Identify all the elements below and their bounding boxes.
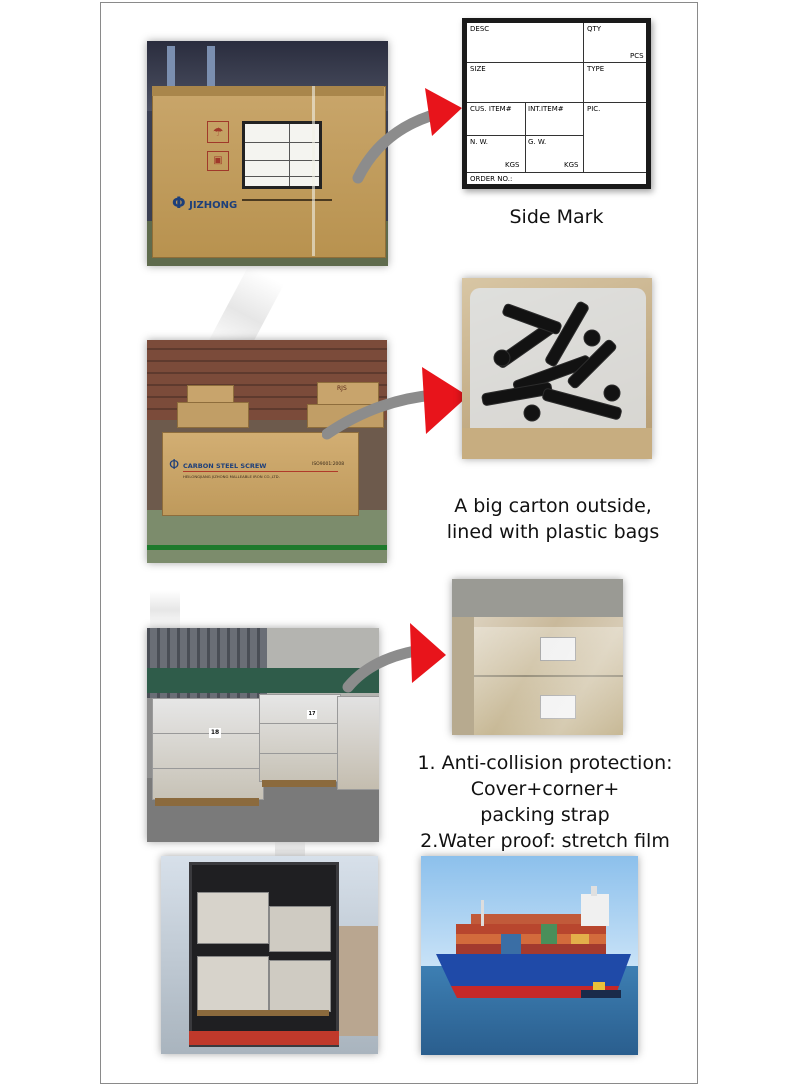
- pallet-stack: [259, 694, 341, 782]
- label-kgs-2: KGS: [564, 161, 579, 169]
- caption-side-mark: Side Mark: [462, 204, 651, 230]
- carbon-steel-screw-carton-photo: RJS Φ CARBON STEEL SCREW ISO9001:2008 HE…: [147, 340, 387, 563]
- caption-protection-line2: Cover+corner+: [470, 778, 620, 800]
- pallet-number-17: 17: [307, 710, 317, 719]
- carton-side-mark-photo: ☂ ▣ Φ JIZHONG: [147, 41, 388, 266]
- plastic-bag-lined-carton-photo: [462, 278, 652, 459]
- caption-carton-line2: lined with plastic bags: [446, 521, 660, 543]
- shipping-container: [189, 862, 339, 1047]
- caption-side-mark-text: Side Mark: [509, 206, 604, 228]
- big-carton: [162, 432, 359, 516]
- stacking-icon: ▣: [207, 151, 229, 171]
- carton-cert: ISO9001:2008: [312, 462, 345, 467]
- label-gw: G. W.: [528, 138, 547, 146]
- background-guide-stroke: [275, 840, 305, 860]
- label-int-item: INT.ITEM#: [528, 105, 564, 113]
- label-qty: QTY: [587, 25, 602, 33]
- cargo-ship: [436, 886, 631, 998]
- arrow-to-side-mark: [352, 88, 462, 184]
- label-type: TYPE: [587, 65, 605, 73]
- arrow-to-wrapped-pallet: [342, 623, 446, 693]
- container-ship-photo: [421, 856, 638, 1055]
- label-pic: PIC.: [587, 105, 601, 113]
- pallets-outdoor-photo: 18 17: [147, 628, 379, 842]
- label-pcs: PCS: [630, 52, 644, 60]
- caption-carton: A big carton outside, lined with plastic…: [428, 493, 678, 545]
- brand-logo: Φ JIZHONG: [172, 193, 238, 212]
- brand-text: JIZHONG: [189, 200, 238, 211]
- label-desc: DESC: [470, 25, 490, 33]
- arrow-to-plastic-bag: [322, 367, 468, 440]
- background-guide-stroke: [150, 590, 180, 630]
- pallet-number-18: 18: [209, 728, 221, 738]
- label-kgs-1: KGS: [505, 161, 520, 169]
- pallet-stack: [152, 698, 264, 800]
- label-order-no: ORDER NO.:: [470, 175, 513, 183]
- carton-maker: HEILONGJIANG JIZHONG MALLEABLE IRON CO.,…: [183, 474, 280, 479]
- container-loading-photo: [161, 856, 378, 1054]
- label-nw: N. W.: [470, 138, 489, 146]
- stack-box-label: RJS: [337, 385, 347, 392]
- caption-protection: 1. Anti-collision protection: Cover+corn…: [410, 750, 680, 854]
- side-mark-on-carton: [242, 121, 322, 189]
- caption-protection-line1: 1. Anti-collision protection:: [417, 752, 673, 774]
- caption-protection-line3: packing strap: [480, 804, 610, 826]
- keep-dry-icon: ☂: [207, 121, 229, 143]
- label-size: SIZE: [470, 65, 486, 73]
- label-cus-item: CUS. ITEM#: [470, 105, 512, 113]
- caption-protection-line4: 2.Water proof: stretch film: [420, 830, 670, 852]
- side-mark-label: DESC QTY PCS SIZE TYPE CUS. ITEM# INT.IT…: [462, 18, 651, 189]
- caption-carton-line1: A big carton outside,: [454, 495, 652, 517]
- stretch-film-wrapped-pallet-photo: [452, 579, 623, 735]
- carton-title: CARBON STEEL SCREW: [183, 462, 267, 470]
- pallet-stack: [337, 696, 379, 790]
